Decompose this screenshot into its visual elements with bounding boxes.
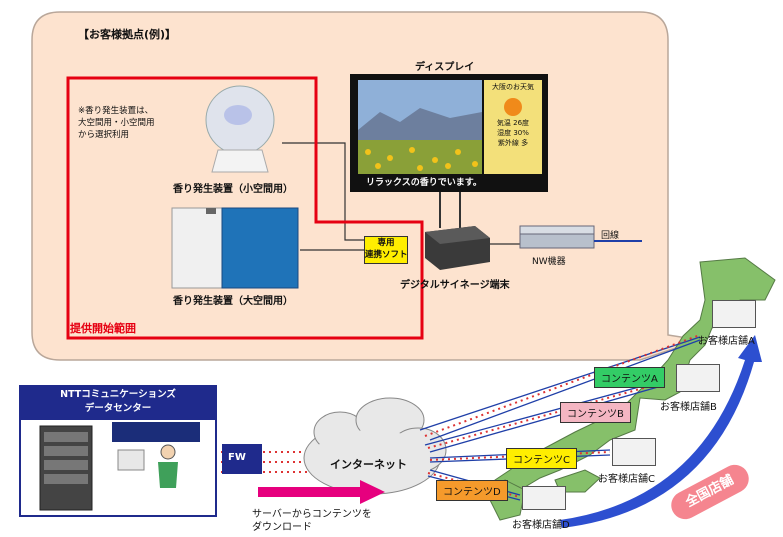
content-tag-d: コンテンツD xyxy=(436,480,508,501)
display-monitor xyxy=(350,74,548,228)
operator-figure xyxy=(117,444,178,488)
store-label-b: お客様店舗B xyxy=(660,402,717,413)
internet-label: インターネット xyxy=(330,458,407,471)
store-building-a xyxy=(712,300,756,328)
content-tag-b: コンテンツB xyxy=(560,402,631,423)
small-aroma-device xyxy=(205,85,275,173)
display-label: ディスプレイ xyxy=(415,62,475,73)
fw-label: FW xyxy=(228,452,246,463)
store-label-d: お客様店舗D xyxy=(512,520,570,531)
internet-cloud xyxy=(303,397,447,495)
store-building-b xyxy=(676,364,720,392)
signage-terminal xyxy=(425,226,490,270)
store-label-a: お客様店舗A xyxy=(698,336,755,347)
small-device-label: 香り発生装置（小空間用） xyxy=(173,184,293,195)
site-title: 【お客様拠点(例)】 xyxy=(78,28,177,41)
content-tag-a: コンテンツA xyxy=(594,367,665,388)
store-building-d xyxy=(522,486,566,510)
download-arrow xyxy=(258,480,385,504)
display-caption: リラックスの香りでいます。 xyxy=(366,178,482,188)
weather-panel: 大阪のお天気 気温 26度 湿度 30% 紫外線 多 xyxy=(484,82,542,148)
weather-line: 紫外線 多 xyxy=(497,139,529,147)
terminal-label: デジタルサイネージ端末 xyxy=(400,280,510,291)
device-note: ※香り発生装置は、 大空間用・小空間用 から選択利用 xyxy=(78,106,155,140)
scope-border xyxy=(66,76,424,340)
nw-label: NW機器 xyxy=(532,257,566,267)
software-box: 専用 連携ソフト xyxy=(364,236,408,264)
datacenter-title: NTTコミュニケーションズ データセンター xyxy=(60,389,176,414)
line-label: 回線 xyxy=(601,231,620,241)
large-device-label: 香り発生装置（大空間用） xyxy=(173,296,293,307)
store-label-c: お客様店舗C xyxy=(598,474,655,485)
fw-box xyxy=(222,444,262,474)
nw-device xyxy=(519,225,595,249)
ntt-logo-panel xyxy=(112,422,200,442)
nationwide-arrow xyxy=(560,335,762,528)
large-aroma-device xyxy=(171,207,299,289)
weather-line: 湿度 30% xyxy=(497,129,529,137)
store-building-c xyxy=(612,438,656,466)
content-tag-c: コンテンツC xyxy=(506,448,577,469)
download-label: サーバーからコンテンツを ダウンロード xyxy=(252,509,372,533)
server-rack xyxy=(39,425,93,511)
scope-label: 提供開始範囲 xyxy=(70,322,136,335)
weather-line: 気温 26度 xyxy=(496,119,530,127)
weather-title: 大阪のお天気 xyxy=(492,83,534,91)
